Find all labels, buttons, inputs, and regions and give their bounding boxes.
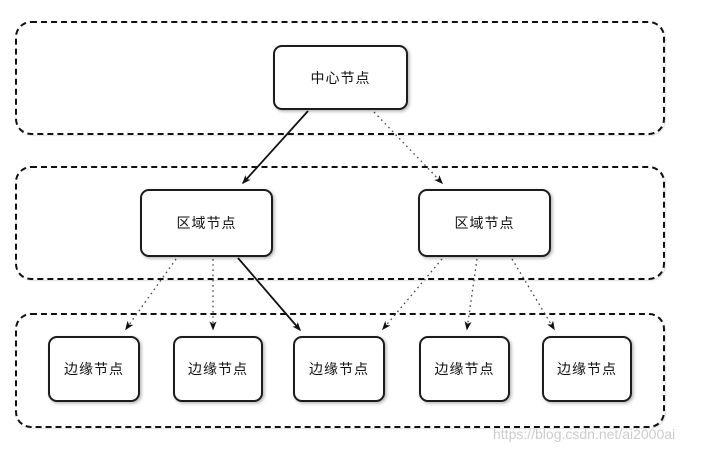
- node-center-label: 中心节点: [310, 69, 371, 86]
- tier-box-regional: [15, 166, 665, 280]
- node-regional-right: 区域节点: [418, 189, 551, 257]
- node-edge-4-label: 边缘节点: [434, 361, 495, 377]
- node-edge-1-label: 边缘节点: [64, 361, 124, 377]
- edge-line-regional-left-to-edge-3: [237, 257, 301, 332]
- node-center: 中心节点: [273, 45, 408, 110]
- edge-line-center-to-regional-right: [373, 111, 444, 185]
- node-edge-2: 边缘节点: [173, 336, 263, 402]
- node-edge-5: 边缘节点: [542, 336, 632, 402]
- edge-line-regional-right-to-edge-4: [464, 258, 478, 331]
- edge-line-center-to-regional-left: [241, 110, 309, 185]
- node-regional-left: 区域节点: [140, 189, 273, 257]
- tier-box-edge: [15, 313, 665, 428]
- node-edge-2-label: 边缘节点: [188, 361, 248, 377]
- node-regional-left-label: 区域节点: [176, 215, 237, 231]
- edge-line-regional-right-to-edge-5: [511, 258, 555, 331]
- node-edge-1: 边缘节点: [48, 336, 140, 402]
- watermark-text: https://blog.csdn.net/ai2000ai: [493, 426, 676, 442]
- node-regional-right-label: 区域节点: [454, 215, 515, 231]
- node-edge-3-label: 边缘节点: [309, 361, 369, 377]
- node-edge-4: 边缘节点: [419, 336, 510, 402]
- edge-line-regional-right-to-edge-3: [382, 258, 443, 331]
- tier-box-core: [15, 21, 665, 135]
- edge-line-regional-left-to-edge-1: [125, 258, 177, 331]
- node-edge-5-label: 边缘节点: [557, 361, 617, 377]
- node-edge-3: 边缘节点: [293, 336, 385, 402]
